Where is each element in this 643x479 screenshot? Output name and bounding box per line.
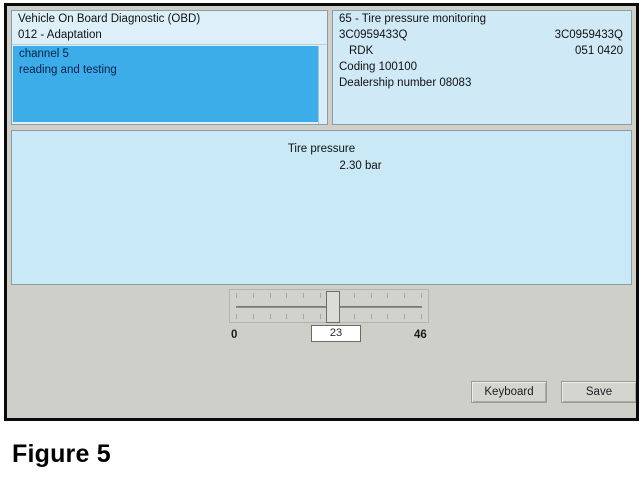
- adaptation-slider[interactable]: [229, 289, 429, 323]
- slider-max-label: 46: [414, 329, 427, 341]
- obd-function: 012 - Adaptation: [18, 29, 102, 41]
- ecu-component-row: RDK 051 0420: [333, 43, 631, 59]
- tick-mark: [252, 314, 254, 319]
- obd-title: Vehicle On Board Diagnostic (OBD): [18, 13, 201, 25]
- slider-value-input[interactable]: 23: [311, 325, 361, 342]
- tick-mark: [236, 293, 237, 298]
- tick-mark: [303, 293, 305, 298]
- tick-mark: [420, 314, 422, 319]
- tick-mark: [387, 293, 389, 298]
- keyboard-button[interactable]: Keyboard: [471, 381, 547, 403]
- tick-mark: [353, 293, 355, 298]
- diagnostic-app-window: Vehicle On Board Diagnostic (OBD) 012 - …: [4, 3, 639, 421]
- tick-mark: [303, 314, 305, 319]
- ecu-info-panel: 65 - Tire pressure monitoring 3C0959433Q…: [332, 10, 632, 125]
- ecu-component-code: 051 0420: [575, 45, 623, 57]
- tick-mark: [320, 314, 322, 319]
- selection-highlight[interactable]: channel 5 reading and testing: [13, 46, 318, 122]
- left-panel-scrollbar[interactable]: [318, 46, 327, 124]
- ecu-dealership-number: Dealership number 08083: [339, 77, 472, 89]
- selected-channel: channel 5: [19, 48, 69, 60]
- tick-mark: [252, 293, 254, 298]
- tick-mark: [286, 293, 288, 298]
- slider-thumb[interactable]: [326, 291, 340, 323]
- tick-mark: [353, 314, 355, 319]
- save-button[interactable]: Save: [561, 381, 636, 403]
- selected-mode: reading and testing: [19, 64, 117, 76]
- tick-mark: [286, 314, 288, 319]
- measurement-label: Tire pressure: [287, 143, 356, 155]
- ecu-system-name: 65 - Tire pressure monitoring: [339, 13, 487, 25]
- obd-info-panel: Vehicle On Board Diagnostic (OBD) 012 - …: [11, 10, 328, 125]
- tick-mark: [269, 293, 271, 298]
- tick-mark: [404, 293, 406, 298]
- ecu-part-number-row: 3C0959433Q 3C0959433Q: [333, 27, 631, 43]
- top-panels: Vehicle On Board Diagnostic (OBD) 012 - …: [11, 10, 632, 125]
- measurement-value: 2.30 bar: [339, 160, 382, 172]
- tick-mark: [370, 314, 372, 319]
- panel-divider: [12, 44, 327, 45]
- figure-caption: Figure 5: [12, 440, 111, 468]
- tick-mark: [404, 314, 406, 319]
- tick-mark: [370, 293, 372, 298]
- tick-mark: [320, 293, 322, 298]
- app-window-inner: Vehicle On Board Diagnostic (OBD) 012 - …: [7, 6, 636, 418]
- ecu-part-number-left: 3C0959433Q: [339, 29, 408, 41]
- measurement-display-area: Tire pressure 2.30 bar: [11, 130, 632, 285]
- ecu-component-label: RDK: [349, 45, 374, 57]
- adaptation-control-area: 0 46 23 Keyboard Save: [11, 287, 636, 414]
- ecu-coding: Coding 100100: [339, 61, 418, 73]
- tick-mark: [387, 314, 389, 319]
- tick-mark: [236, 314, 237, 319]
- tick-mark: [420, 293, 422, 298]
- slider-min-label: 0: [231, 329, 238, 341]
- tick-mark: [269, 314, 271, 319]
- ecu-part-number-right: 3C0959433Q: [554, 29, 623, 41]
- slider-track[interactable]: [229, 289, 429, 323]
